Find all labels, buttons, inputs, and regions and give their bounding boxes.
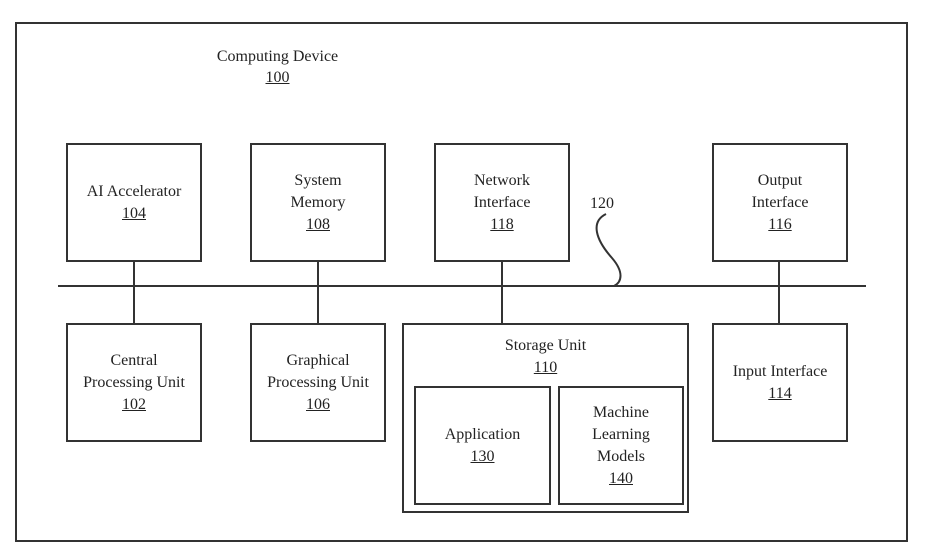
output-interface-label: Output Interface xyxy=(751,171,809,211)
application-ref: 130 xyxy=(470,447,495,465)
system-bus xyxy=(58,285,866,287)
gpu-label: Graphical Processing Unit xyxy=(267,351,369,391)
connector-system-memory xyxy=(317,261,319,324)
title-ref: 100 xyxy=(265,69,290,86)
output-interface-ref: 116 xyxy=(768,215,792,233)
ai-accelerator-label: AI Accelerator xyxy=(86,182,182,200)
storage-unit-ref: 110 xyxy=(533,359,558,376)
cpu-ref: 102 xyxy=(122,395,146,413)
ml-models-box: Machine Learning Models 140 xyxy=(558,386,684,505)
network-interface-label: Network Interface xyxy=(473,171,531,211)
input-interface-ref: 114 xyxy=(768,384,792,402)
ml-models-ref: 140 xyxy=(609,469,633,487)
application-label: Application xyxy=(444,425,521,443)
title-label: Computing Device xyxy=(216,48,339,65)
network-interface-ref: 118 xyxy=(490,215,514,233)
gpu-box: Graphical Processing Unit 106 xyxy=(250,323,386,442)
input-interface-box: Input Interface 114 xyxy=(712,323,848,442)
network-interface-box: Network Interface 118 xyxy=(434,143,570,262)
storage-unit-label: Storage Unit xyxy=(504,337,587,354)
ai-accelerator-ref: 104 xyxy=(122,204,146,222)
connector-ai-accelerator xyxy=(133,261,135,324)
input-interface-label: Input Interface xyxy=(732,362,828,380)
bus-ref-label: 120 xyxy=(590,195,614,212)
ai-accelerator-box: AI Accelerator 104 xyxy=(66,143,202,262)
application-box: Application 130 xyxy=(414,386,551,505)
system-memory-label: System Memory xyxy=(290,171,346,211)
computing-device-title: Computing Device 100 xyxy=(190,46,365,88)
ml-models-label: Machine Learning Models xyxy=(592,403,650,465)
system-memory-ref: 108 xyxy=(306,215,330,233)
storage-unit-heading: Storage Unit 110 xyxy=(404,335,687,379)
computing-device-frame xyxy=(15,22,908,542)
gpu-ref: 106 xyxy=(306,395,330,413)
cpu-label: Central Processing Unit xyxy=(83,351,185,391)
output-interface-box: Output Interface 116 xyxy=(712,143,848,262)
connector-network-interface xyxy=(501,261,503,324)
connector-output-interface xyxy=(778,261,780,324)
system-memory-box: System Memory 108 xyxy=(250,143,386,262)
cpu-box: Central Processing Unit 102 xyxy=(66,323,202,442)
storage-unit-box: Storage Unit 110 Application 130 Machine… xyxy=(402,323,689,513)
